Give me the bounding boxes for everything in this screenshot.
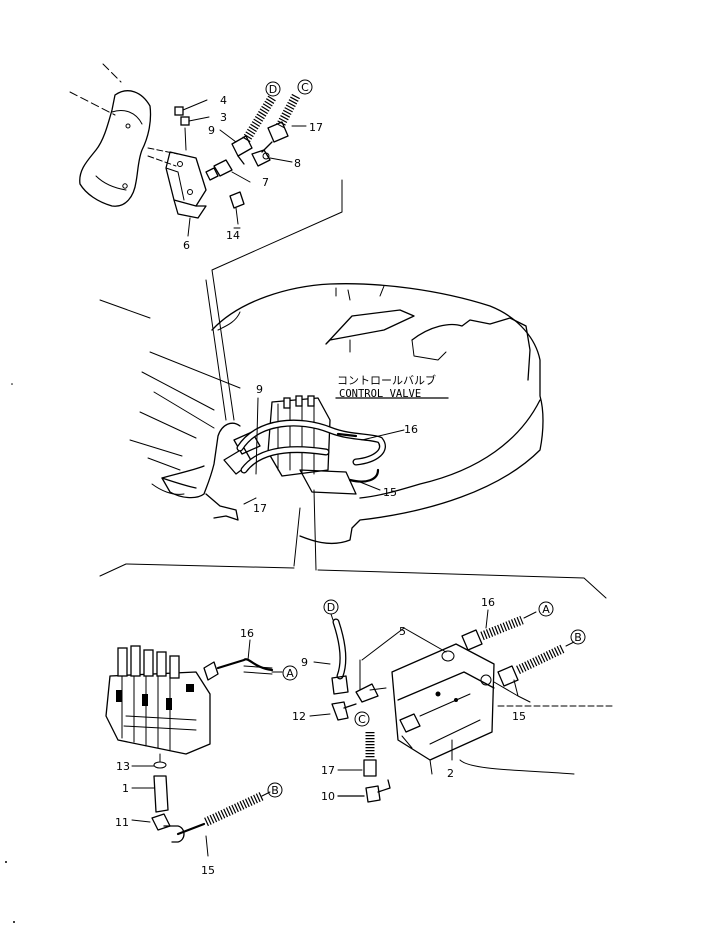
connector-a-left-label: A [286, 667, 294, 680]
part-number-8: 8 [294, 157, 301, 170]
bottom-left-detail: A B 16 13 1 11 15 [105, 627, 298, 877]
part-number-15-bottom-right: 15 [512, 710, 526, 723]
part-number-15-bottom-left: 15 [201, 864, 215, 877]
connector-c-label: C [301, 81, 309, 94]
part-number-6: 6 [183, 239, 190, 252]
part-number-9-bottom: 9 [301, 656, 308, 669]
connector-c-bottom-label: C [358, 713, 366, 726]
part-number-16-bottom-left: 16 [240, 627, 254, 640]
part-number-10: 10 [321, 790, 335, 803]
part-number-16-middle: 16 [404, 423, 418, 436]
part-number-17-bottom: 17 [321, 764, 335, 777]
connector-d-bottom-label: D [327, 601, 335, 614]
part-number-14: 14 [226, 229, 240, 242]
part-number-4: 4 [220, 94, 227, 107]
connector-a-right-label: A [542, 603, 550, 616]
part-number-17-top: 17 [309, 121, 323, 134]
control-valve-jp-label: コントロールバルブ [337, 373, 436, 387]
part-number-7: 7 [262, 176, 269, 189]
part-number-2: 2 [447, 767, 454, 780]
connector-b-left-label: B [271, 784, 279, 797]
part-number-17-middle: 17 [253, 502, 267, 515]
top-detail: D C 4 3 9 17 8 7 6 14 [69, 63, 323, 252]
part-number-1: 1 [122, 782, 129, 795]
part-number-12: 12 [292, 710, 306, 723]
part-number-3: 3 [220, 111, 227, 124]
bottom-right-detail: D C A B [292, 596, 615, 803]
scan-specks [5, 383, 15, 923]
connector-b-right-label: B [574, 631, 582, 644]
part-number-5: 5 [399, 625, 406, 638]
part-number-13: 13 [116, 760, 130, 773]
part-number-9-middle: 9 [256, 383, 263, 396]
machine-overview: コントロールバルブ CONTROL VALVE 9 16 15 17 [99, 179, 607, 599]
part-number-11: 11 [115, 816, 129, 829]
connector-d-label: D [269, 83, 277, 96]
part-number-9-top: 9 [208, 124, 215, 137]
part-number-16-bottom-right: 16 [481, 596, 495, 609]
control-valve-en-label: CONTROL VALVE [339, 388, 421, 400]
part-number-15-middle: 15 [383, 486, 397, 499]
